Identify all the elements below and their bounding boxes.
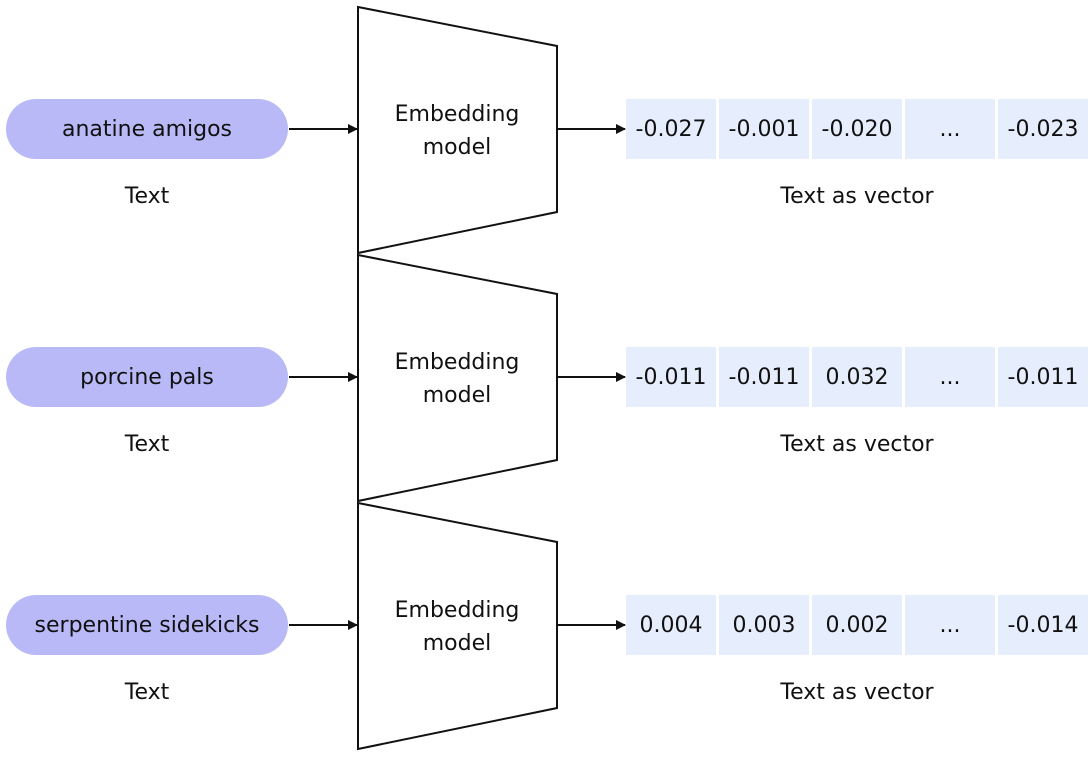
embedding-model-trapezoid-1 [357,5,558,255]
vector-ellipsis-cell: ... [905,99,995,159]
embedding-model-trapezoid-3 [357,501,558,751]
model-label-line2: model [422,383,492,408]
vector-caption: Text as vector [780,184,934,209]
vector-cell: -0.011 [626,347,716,407]
embedding-row-2: porcine pals Text Embedding model -0.011… [0,248,1090,496]
text-caption: Text [124,432,170,457]
model-label-line1: Embedding [394,102,520,127]
output-vector: -0.027 -0.001 -0.020 ... -0.023 [626,99,1088,159]
model-label-line2: model [422,631,492,656]
embedding-model-label: Embedding model [357,98,557,164]
embedding-model-trapezoid-2 [357,253,558,503]
model-label-line2: model [422,135,492,160]
vector-ellipsis-cell: ... [905,347,995,407]
vector-ellipsis-cell: ... [905,595,995,655]
vector-cell: 0.002 [812,595,902,655]
embedding-row-3: serpentine sidekicks Text Embedding mode… [0,496,1090,744]
vector-cell: 0.032 [812,347,902,407]
model-label-line1: Embedding [394,350,520,375]
input-text-pill: anatine amigos [6,99,288,159]
output-vector: -0.011 -0.011 0.032 ... -0.011 [626,347,1088,407]
vector-caption: Text as vector [780,680,934,705]
vector-cell: -0.001 [719,99,809,159]
vector-cell: -0.020 [812,99,902,159]
vector-cell: 0.003 [719,595,809,655]
output-vector: 0.004 0.003 0.002 ... -0.014 [626,595,1088,655]
input-text-pill: porcine pals [6,347,288,407]
embedding-model-label: Embedding model [357,346,557,412]
input-text-pill: serpentine sidekicks [6,595,288,655]
text-caption: Text [124,680,170,705]
vector-cell: -0.023 [998,99,1088,159]
vector-cell: -0.011 [998,347,1088,407]
vector-cell: -0.011 [719,347,809,407]
model-label-line1: Embedding [394,598,520,623]
vector-cell: -0.014 [998,595,1088,655]
embedding-row-1: anatine amigos Text Embedding model -0.0… [0,0,1090,248]
embedding-model-label: Embedding model [357,594,557,660]
text-caption: Text [124,184,170,209]
vector-caption: Text as vector [780,432,934,457]
vector-cell: -0.027 [626,99,716,159]
vector-cell: 0.004 [626,595,716,655]
